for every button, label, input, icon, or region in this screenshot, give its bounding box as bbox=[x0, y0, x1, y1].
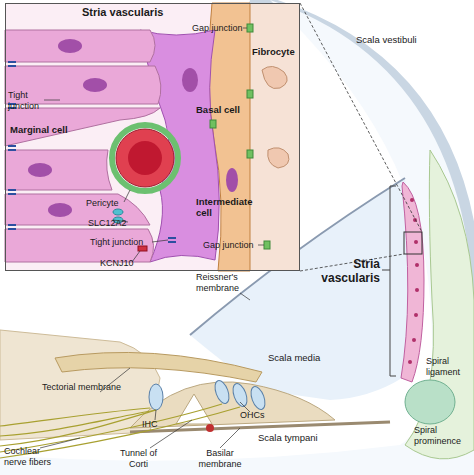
outer-hair-cell bbox=[230, 382, 249, 409]
leader-lines bbox=[220, 428, 240, 448]
stria-vessels bbox=[410, 198, 414, 202]
inset-leaders bbox=[44, 28, 264, 262]
stria-bracket bbox=[382, 186, 396, 376]
tight-junction-marks bbox=[168, 238, 176, 242]
nerve-fibers bbox=[0, 404, 222, 452]
part-label: Cochlear nerve fibers bbox=[4, 446, 58, 467]
marginal-cells bbox=[5, 229, 154, 262]
part-label: Gap junction bbox=[192, 23, 243, 34]
tight-junction-marks bbox=[8, 190, 16, 194]
pericyte-shape bbox=[112, 125, 178, 191]
nuclei bbox=[83, 78, 107, 92]
part-label: KCNJ10 bbox=[100, 258, 134, 269]
stria-vessels bbox=[414, 240, 418, 244]
organ-of-corti bbox=[0, 293, 390, 458]
inset-leaders bbox=[44, 100, 60, 101]
tectorial-membrane-shape bbox=[55, 352, 262, 382]
nerve-fibers bbox=[0, 408, 150, 426]
part-label: SLC12A2 bbox=[88, 218, 127, 229]
leader-lines bbox=[155, 410, 156, 420]
blood-vessel bbox=[206, 424, 214, 432]
tight-junction-marks bbox=[8, 225, 16, 229]
part-label: Tight junction bbox=[90, 237, 143, 248]
tight-junction-marks bbox=[8, 62, 16, 66]
marginal-cells bbox=[5, 150, 112, 190]
inset-box: Stria vascularis bbox=[5, 3, 300, 271]
zoom-leader bbox=[300, 3, 422, 271]
inset-leaders bbox=[152, 240, 168, 242]
tight-junction-marks bbox=[8, 146, 16, 150]
stria-detail bbox=[5, 3, 300, 271]
inset-heading: Stria vascularis bbox=[6, 4, 299, 18]
inset-fill bbox=[5, 3, 300, 271]
capillary-lumen bbox=[128, 141, 162, 175]
part-label: Marginal cell bbox=[10, 124, 68, 135]
marginal-cells bbox=[5, 194, 150, 225]
part-label: Fibrocyte bbox=[252, 46, 295, 57]
tight-junction-marks bbox=[8, 62, 176, 242]
nuclei bbox=[28, 163, 52, 177]
gap-junction-marks bbox=[247, 150, 253, 158]
part-label: Scala media bbox=[268, 352, 320, 363]
marginal-cells bbox=[5, 30, 155, 62]
part-label: Reissner's membrane bbox=[196, 272, 248, 293]
stria-vessels bbox=[408, 198, 419, 364]
outer-hair-cell bbox=[248, 385, 267, 412]
part-label: Scala vestibuli bbox=[356, 34, 417, 45]
marginal-cells bbox=[5, 66, 161, 104]
capillary bbox=[116, 129, 174, 187]
part-label: Scala tympani bbox=[258, 432, 318, 443]
outer-hair-cell bbox=[212, 379, 231, 406]
nuclei bbox=[182, 68, 198, 92]
part-label: Tectorial membrane bbox=[42, 382, 121, 393]
inset-leaders bbox=[243, 28, 247, 29]
inset-leaders bbox=[258, 245, 264, 246]
gap-junction-marks bbox=[210, 24, 270, 249]
nuclei bbox=[48, 203, 72, 217]
nuclei bbox=[58, 39, 82, 53]
part-label: Tight junction bbox=[8, 90, 44, 111]
part-label: Spiral ligament bbox=[426, 356, 468, 377]
part-label: Basal cell bbox=[196, 104, 240, 115]
stria-vessels bbox=[415, 288, 419, 292]
gap-junction-marks bbox=[210, 120, 216, 128]
stria-vessels bbox=[408, 360, 412, 364]
part-label: Basilar membrane bbox=[196, 448, 244, 469]
transporter-marks bbox=[113, 209, 123, 215]
gap-junction-marks bbox=[247, 90, 253, 98]
stria-band bbox=[401, 182, 424, 382]
nuclei bbox=[226, 168, 238, 192]
part-label: Spiral prominence bbox=[414, 425, 466, 446]
part-label: Stria vascularis bbox=[318, 258, 380, 285]
gap-junction-marks bbox=[247, 24, 253, 32]
part-label: IHC bbox=[142, 419, 158, 430]
part-label: Pericyte bbox=[86, 198, 119, 209]
basilar-membrane-line bbox=[130, 422, 390, 432]
leader-lines bbox=[40, 438, 80, 448]
leader-lines bbox=[40, 293, 250, 448]
leader-lines bbox=[240, 293, 250, 300]
part-label: Tunnel of Corti bbox=[116, 448, 161, 469]
part-label: Intermediate cell bbox=[196, 196, 258, 218]
spiral-prominence-shape bbox=[405, 380, 455, 424]
zoom-box bbox=[404, 232, 422, 254]
stria-vessels bbox=[414, 313, 418, 317]
part-label: OHCs bbox=[240, 410, 265, 421]
stria-vessels bbox=[415, 263, 419, 267]
stria-vessels bbox=[412, 338, 416, 342]
part-label: Gap junction bbox=[203, 240, 254, 251]
inner-hair-cell bbox=[149, 384, 163, 410]
gap-junction-marks bbox=[264, 241, 270, 249]
fibrocyte-cell bbox=[262, 66, 289, 168]
inset-leaders bbox=[124, 190, 130, 202]
fibrocyte-zone bbox=[250, 3, 300, 271]
